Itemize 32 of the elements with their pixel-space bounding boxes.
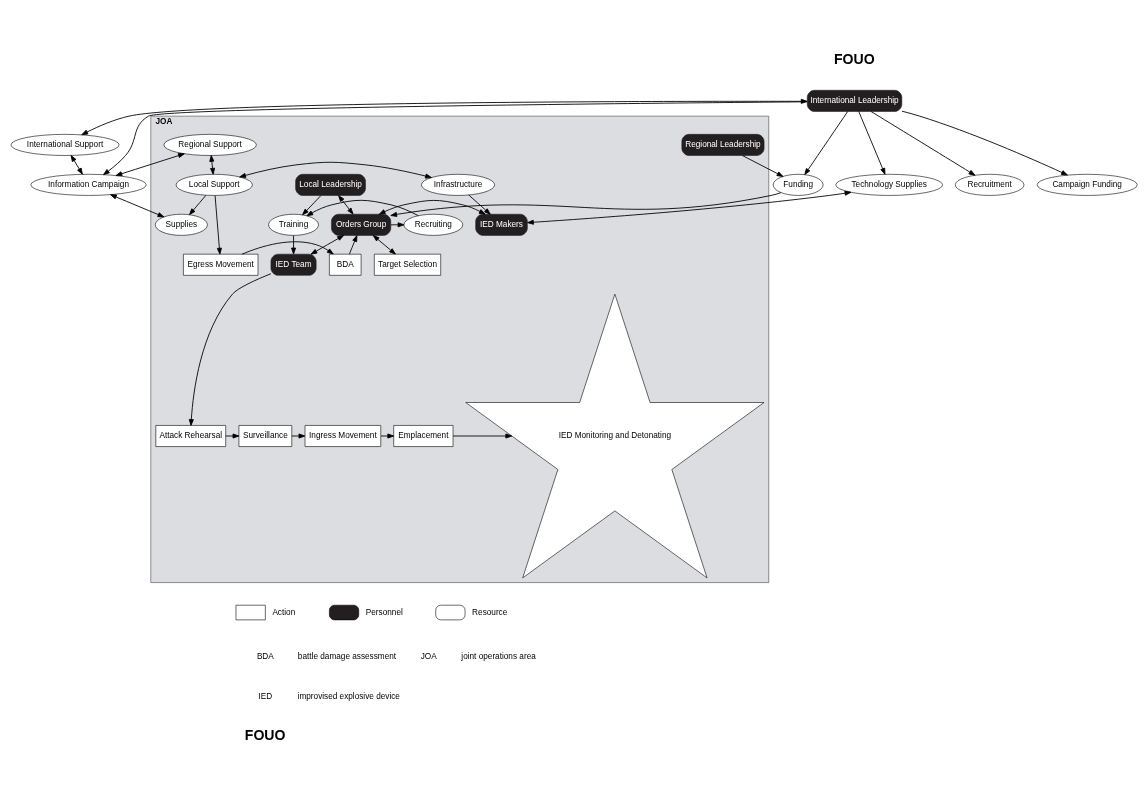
- arrow: [804, 110, 849, 175]
- arrow: [241, 240, 334, 255]
- arrow: [110, 193, 165, 217]
- arrow: [468, 194, 491, 215]
- arrow: [306, 199, 419, 216]
- arrow: [858, 110, 886, 175]
- arrow: [390, 191, 782, 217]
- arrow: [378, 199, 486, 215]
- arrow: [870, 110, 976, 176]
- arrow: [372, 234, 396, 254]
- arrow: [742, 154, 784, 177]
- arrow: [189, 194, 207, 215]
- arrow: [527, 190, 852, 225]
- arrow: [302, 194, 322, 215]
- label: FOUO: [244, 726, 286, 743]
- arrow: [115, 152, 185, 176]
- arrow: [291, 433, 306, 438]
- arrow: [380, 433, 395, 438]
- arrow: [70, 154, 83, 175]
- arrow: [214, 194, 222, 254]
- arrow: [225, 433, 240, 438]
- arrow: [239, 161, 432, 179]
- arrow: [452, 433, 513, 438]
- arrow: [901, 110, 1068, 175]
- arrow: [291, 234, 297, 254]
- arrow: [349, 234, 358, 254]
- label: FOUO: [833, 50, 875, 67]
- arrow: [209, 154, 216, 175]
- arrow: [310, 234, 344, 255]
- arrow: [390, 221, 405, 227]
- arrow: [338, 194, 354, 214]
- arrow: [188, 272, 272, 426]
